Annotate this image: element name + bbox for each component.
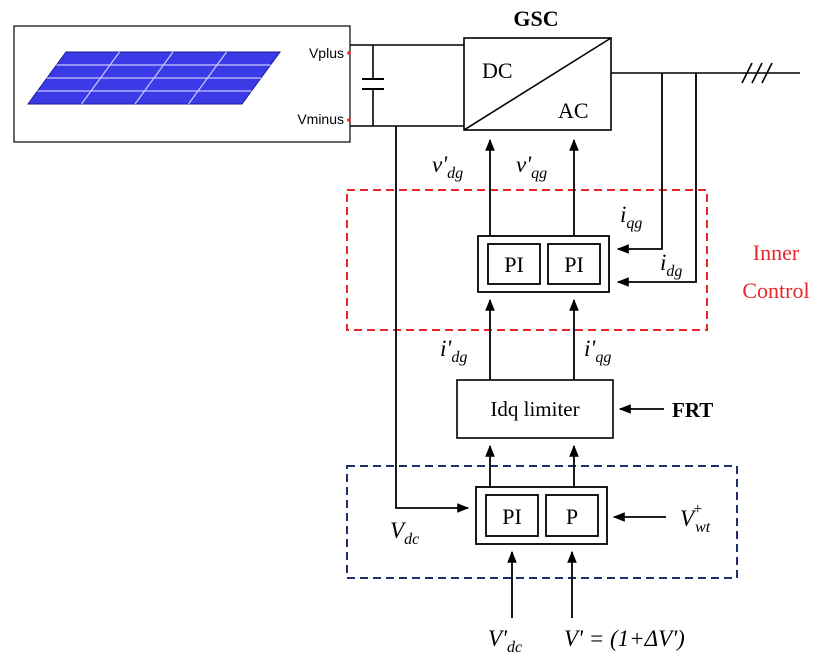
inner-pi-block-1	[487, 243, 541, 285]
v-ref-label: V' = (1+ΔV')	[564, 626, 685, 651]
vplus-terminal	[347, 51, 351, 55]
converter-diagonal	[463, 37, 612, 131]
gsc-title: GSC	[513, 6, 558, 31]
vdc-ref-label: V'dc	[488, 626, 522, 656]
iqg-feedback-arrow	[616, 73, 663, 254]
vminus-label: Vminus	[297, 111, 344, 127]
inner-pi-block-2	[547, 243, 601, 285]
outer-pi-label: PI	[502, 504, 522, 529]
three-phase-tick-1	[741, 62, 753, 84]
idg-label: idg	[660, 250, 682, 280]
inner-pi-label-1: PI	[504, 252, 524, 277]
inner-control-box	[346, 189, 708, 331]
three-phase-tick-3	[761, 62, 773, 84]
iqg-label: iqg	[620, 202, 642, 232]
vwt-label: Vwt+	[680, 501, 711, 536]
idg-ref-label: i'dg	[440, 336, 467, 366]
outer-pi-block	[485, 494, 539, 537]
vdc-feedback-arrow	[395, 126, 470, 513]
outer-control-group: PI P	[475, 486, 608, 545]
idq-limiter-box	[456, 379, 614, 439]
idq-limiter-label: Idq limiter	[490, 397, 579, 421]
vqg-ref-label: v'qg	[516, 152, 547, 182]
inner-pi-label-2: PI	[564, 252, 584, 277]
vdc-label: Vdc	[390, 518, 419, 548]
solar-panel-icon	[27, 51, 281, 105]
frt-label: FRT	[672, 398, 713, 422]
vplus-label: Vplus	[309, 45, 344, 61]
inner-pi-group: PI PI	[477, 235, 610, 293]
three-phase-tick-2	[751, 62, 763, 84]
ac-output-line	[611, 62, 800, 84]
iqg-ref-label: i'qg	[584, 336, 611, 366]
inner-control-label-1: Inner	[753, 240, 800, 265]
dc-label: DC	[482, 58, 513, 83]
idg-feedback-arrow	[616, 73, 697, 287]
vdg-ref-label: v'dg	[432, 152, 463, 182]
ac-label: AC	[558, 98, 589, 123]
outer-control-box	[346, 465, 738, 579]
pv-panel: Vplus Vminus	[13, 25, 351, 143]
outer-p-block	[545, 494, 599, 537]
outer-p-label: P	[566, 504, 578, 529]
vminus-terminal	[347, 118, 351, 122]
gsc-converter: GSC DC AC	[463, 6, 612, 131]
inner-control-label-2: Control	[742, 278, 809, 303]
dc-bus-wiring	[350, 44, 464, 127]
